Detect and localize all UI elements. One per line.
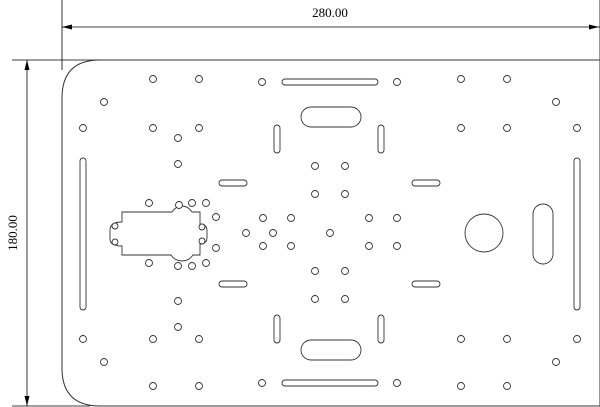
mounting-hole <box>212 244 220 252</box>
mounting-hole <box>259 242 267 250</box>
mounting-hole <box>195 124 203 132</box>
mounting-hole <box>457 382 465 390</box>
mounting-hole <box>258 379 266 387</box>
mounting-hole <box>457 335 465 343</box>
mounting-hole <box>311 295 319 303</box>
mounting-hole <box>195 75 203 83</box>
mounting-hole <box>341 190 349 198</box>
width-dimension: 280.00 <box>61 0 600 70</box>
mounting-hole <box>202 199 210 207</box>
mounting-hole <box>145 259 153 267</box>
width-arrow-left <box>62 24 72 30</box>
mounting-hole <box>341 162 349 170</box>
mounting-hole <box>259 214 267 222</box>
mounting-hole <box>573 335 581 343</box>
slot-horizontal-lower-left <box>218 280 248 288</box>
slot-right-long <box>573 157 581 311</box>
cutout-corner-hole-left-bottom <box>111 238 119 246</box>
mounting-hole <box>149 382 157 390</box>
slot-top-wide <box>300 106 362 128</box>
mounting-hole <box>174 160 182 168</box>
mounting-hole <box>393 214 401 222</box>
slot-vertical-upper-left <box>273 124 281 154</box>
slot-horizontal-upper-left <box>218 179 248 187</box>
slot-vertical-upper-right <box>377 124 385 154</box>
mounting-hole <box>311 162 319 170</box>
mounting-hole <box>79 124 87 132</box>
width-label: 280.00 <box>312 5 348 20</box>
mounting-hole <box>393 242 401 250</box>
large-hole <box>464 213 504 253</box>
mounting-hole <box>457 75 465 83</box>
mounting-hole <box>242 229 250 237</box>
slot-horizontal-lower-right <box>411 280 441 288</box>
cutout-corner-hole-right-top <box>198 223 206 231</box>
mounting-hole <box>174 297 182 305</box>
mounting-hole <box>326 229 334 237</box>
cutout-corner-hole-right-bottom <box>198 237 206 245</box>
mounting-hole <box>174 134 182 142</box>
mounting-hole <box>195 382 203 390</box>
mounting-hole <box>457 124 465 132</box>
mounting-hole <box>149 335 157 343</box>
height-arrow-top <box>24 60 30 70</box>
mounting-hole <box>503 75 511 83</box>
mounting-hole <box>503 382 511 390</box>
mounting-hole <box>311 267 319 275</box>
mounting-hole <box>258 78 266 86</box>
mounting-hole <box>365 214 373 222</box>
slot-vertical-lower-left <box>273 314 281 344</box>
mounting-hole <box>195 335 203 343</box>
mounting-hole <box>212 213 220 221</box>
height-dimension: 180.00 <box>5 59 100 407</box>
slots <box>79 78 581 387</box>
slot-bottom-wide <box>300 339 362 361</box>
height-label: 180.00 <box>5 215 20 251</box>
slot-left-long <box>79 157 87 311</box>
slot-top-horizontal <box>281 78 379 86</box>
mounting-hole <box>79 335 87 343</box>
mounting-hole <box>100 358 108 366</box>
mounting-hole <box>174 262 182 270</box>
mounting-hole <box>552 98 560 106</box>
mounting-hole <box>175 201 183 209</box>
cutout-corner-hole-left-top <box>111 222 119 230</box>
mounting-hole <box>149 75 157 83</box>
plate-outline <box>61 59 600 407</box>
mounting-hole <box>503 335 511 343</box>
slot-right-vertical-wide <box>532 203 554 265</box>
mounting-hole <box>393 379 401 387</box>
slot-horizontal-upper-right <box>411 179 441 187</box>
slot-bottom-horizontal <box>281 379 379 387</box>
mounting-hole <box>573 124 581 132</box>
mounting-hole <box>365 242 373 250</box>
mounting-hole <box>145 199 153 207</box>
mounting-hole <box>202 259 210 267</box>
mounting-hole <box>287 242 295 250</box>
mounting-hole <box>269 229 277 237</box>
mounting-hole <box>174 323 182 331</box>
mounting-hole <box>341 267 349 275</box>
mounting-hole <box>311 190 319 198</box>
mounting-hole <box>149 124 157 132</box>
mounting-holes <box>79 75 581 390</box>
mounting-hole <box>503 124 511 132</box>
width-arrow-right <box>589 24 599 30</box>
height-arrow-bottom <box>24 396 30 406</box>
mounting-hole <box>552 358 560 366</box>
mounting-hole <box>100 98 108 106</box>
switch-cutout <box>109 205 208 262</box>
mounting-hole <box>287 214 295 222</box>
mounting-hole <box>188 199 196 207</box>
mounting-hole <box>393 78 401 86</box>
mounting-hole <box>188 262 196 270</box>
slot-vertical-lower-right <box>377 314 385 344</box>
mounting-hole <box>341 295 349 303</box>
